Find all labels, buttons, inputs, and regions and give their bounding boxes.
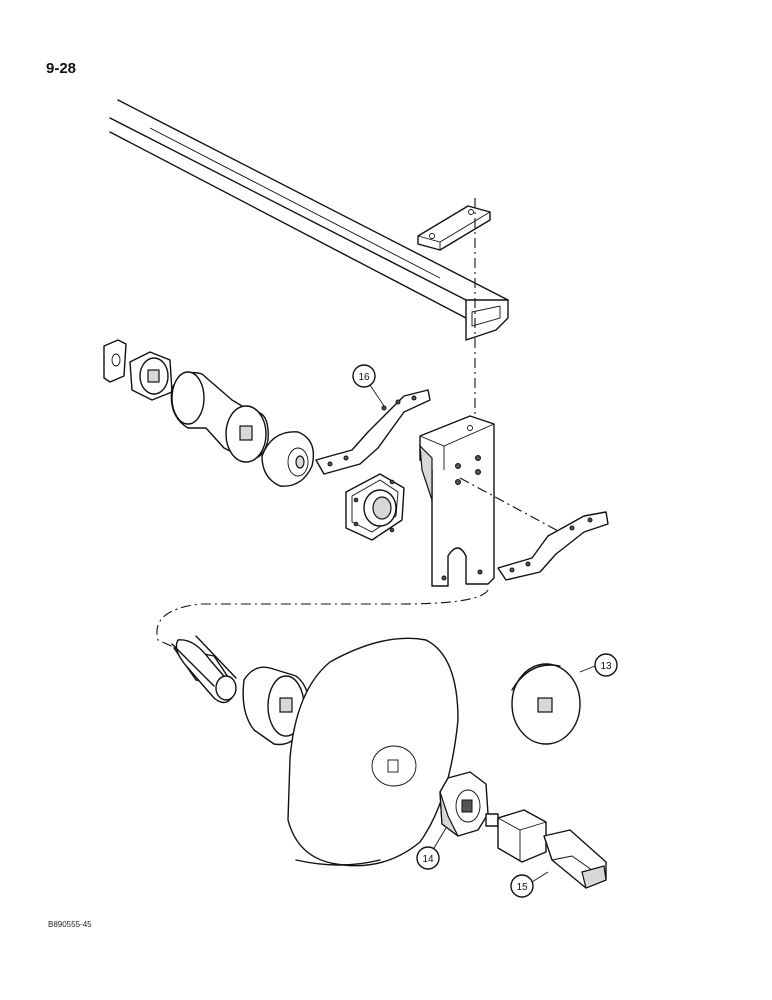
alignment-line-curve xyxy=(156,589,489,651)
disc-hub xyxy=(242,666,310,746)
bearing-collar xyxy=(129,351,173,401)
lock-plate xyxy=(103,339,127,383)
callout-16-label: 16 xyxy=(358,372,370,383)
flange-bearing xyxy=(345,473,405,541)
hanger-bracket xyxy=(419,415,495,587)
frame-tube xyxy=(109,99,509,341)
figure-code: B890555-45 xyxy=(48,920,92,929)
end-cap xyxy=(261,431,315,487)
square-shaft xyxy=(485,809,607,889)
callout-13: 13 xyxy=(579,653,618,677)
disc-cap xyxy=(511,663,581,745)
page-number: 9-28 xyxy=(46,60,77,77)
hex-nut xyxy=(439,771,489,837)
disc-blade xyxy=(287,637,459,867)
alignment-line-arm xyxy=(459,477,561,533)
clamp-plate xyxy=(417,205,491,251)
bearing-arm-upper xyxy=(315,389,431,475)
tube-spacer xyxy=(171,635,237,704)
callout-13-label: 13 xyxy=(600,661,612,672)
callout-15: 15 xyxy=(510,871,549,898)
callout-14: 14 xyxy=(416,827,447,870)
spool-spacer xyxy=(170,371,269,463)
bearing-arm-lower xyxy=(497,511,609,581)
callout-16: 16 xyxy=(352,364,385,407)
callout-14-label: 14 xyxy=(422,854,434,865)
callout-15-label: 15 xyxy=(516,882,528,893)
